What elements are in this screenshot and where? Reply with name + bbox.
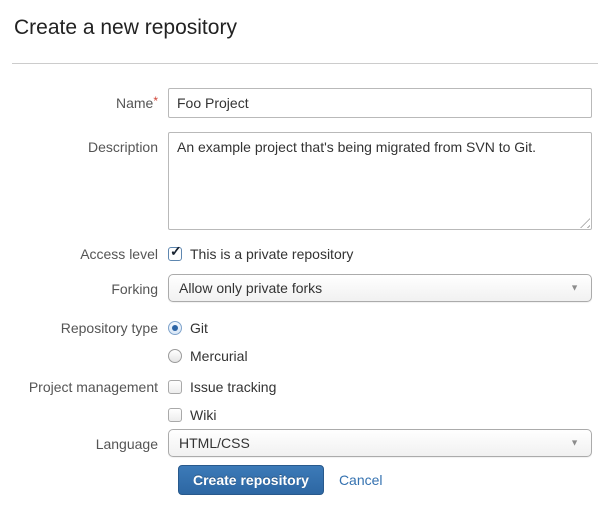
wiki-option[interactable]: Wiki <box>168 406 592 424</box>
create-repository-button[interactable]: Create repository <box>178 465 324 495</box>
page-title: Create a new repository <box>14 16 237 39</box>
git-radio-label: Git <box>190 320 208 336</box>
divider <box>12 63 598 64</box>
radio-dot-icon <box>172 325 178 331</box>
project-management-row: Project management Issue tracking Wiki <box>14 378 592 424</box>
required-indicator: * <box>153 94 158 108</box>
project-management-label: Project management <box>28 379 158 395</box>
language-row: Language HTML/CSS ▼ <box>14 429 592 457</box>
checkmark-icon: ✓ <box>170 243 182 259</box>
repository-type-label: Repository type <box>60 320 158 336</box>
repo-type-option-git[interactable]: Git <box>168 319 592 337</box>
forking-label: Forking <box>111 281 158 297</box>
private-repository-option-label: This is a private repository <box>190 246 354 262</box>
create-repository-page: Create a new repository Name* Descriptio… <box>0 15 612 495</box>
forking-select[interactable]: Allow only private forks ▼ <box>168 274 592 302</box>
repository-type-row: Repository type Git Mercurial <box>14 319 592 365</box>
name-input[interactable] <box>168 88 592 118</box>
wiki-checkbox[interactable] <box>168 408 182 422</box>
dropdown-arrow-icon: ▼ <box>570 437 579 448</box>
description-textarea[interactable]: An example project that's being migrated… <box>168 132 592 230</box>
cancel-link[interactable]: Cancel <box>338 472 383 488</box>
description-label: Description <box>87 139 158 155</box>
mercurial-radio-label: Mercurial <box>190 348 248 364</box>
issue-tracking-checkbox[interactable] <box>168 380 182 394</box>
forking-selected-value: Allow only private forks <box>179 280 323 296</box>
language-label: Language <box>95 436 158 452</box>
access-level-row: Access level ✓ This is a private reposit… <box>14 243 592 263</box>
resize-grip-icon[interactable] <box>580 218 590 228</box>
create-repository-form: Name* Description An example project tha… <box>14 88 592 495</box>
name-field-row: Name* <box>14 88 592 118</box>
forking-row: Forking Allow only private forks ▼ <box>14 274 592 302</box>
issue-tracking-option[interactable]: Issue tracking <box>168 378 592 396</box>
form-actions-row: Create repository Cancel <box>178 465 592 495</box>
description-field-row: Description An example project that's be… <box>14 132 592 230</box>
name-label: Name* <box>115 94 158 111</box>
mercurial-radio[interactable] <box>168 349 182 363</box>
dropdown-arrow-icon: ▼ <box>570 282 579 293</box>
issue-tracking-label: Issue tracking <box>190 379 277 395</box>
access-level-label: Access level <box>80 246 158 262</box>
repo-type-option-mercurial[interactable]: Mercurial <box>168 347 592 365</box>
private-repository-option[interactable]: ✓ This is a private repository <box>168 243 592 263</box>
private-repository-checkbox[interactable]: ✓ <box>168 243 182 261</box>
language-select[interactable]: HTML/CSS ▼ <box>168 429 592 457</box>
language-selected-value: HTML/CSS <box>179 435 250 451</box>
git-radio[interactable] <box>168 321 182 335</box>
wiki-label: Wiki <box>190 407 217 423</box>
